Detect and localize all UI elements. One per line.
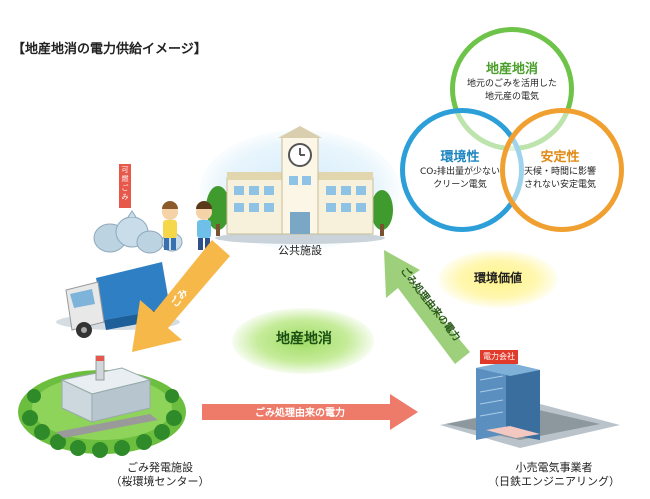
plant-label-line2: （桜環境センター）	[110, 475, 210, 488]
environment-title: 環境性	[440, 150, 480, 165]
power-to-retailer-label: ごみ処理由来の電力	[255, 406, 345, 419]
garbage-bags-illustration	[93, 164, 183, 254]
children-illustration	[162, 201, 212, 250]
public-facility-illustration	[206, 126, 393, 244]
company-sign: 電力会社	[483, 352, 515, 361]
garbage-truck-illustration	[56, 262, 180, 338]
diagram-title: 【地産地消の電力供給イメージ】	[12, 42, 207, 57]
retailer-label-line2: （日鉄エンジニアリング）	[488, 475, 620, 488]
public-facility-label: 公共施設	[278, 244, 322, 257]
env-value-label: 環境価値	[473, 271, 522, 285]
garbage-arrow	[132, 240, 230, 352]
waste-plant-illustration	[18, 355, 186, 458]
local-consumption-glow	[232, 308, 374, 374]
env-value-glow	[438, 250, 558, 308]
local-production-desc-2: 地元産の電気	[484, 92, 539, 102]
local-production-title: 地産地消	[485, 62, 538, 77]
garbage-tag: 可燃ごみ	[121, 166, 129, 201]
local-production-desc-1: 地元のごみを活用した	[466, 79, 557, 89]
environment-desc-1: CO₂排出量が少ない	[420, 167, 500, 177]
local-consumption-label: 地産地消	[276, 331, 332, 347]
stability-desc-2: されない安定電気	[523, 180, 596, 190]
stability-desc-1: 天候・時間に影響	[523, 167, 596, 177]
plant-label-line1: ごみ発電施設	[127, 461, 193, 474]
stability-title: 安定性	[540, 150, 580, 165]
retailer-label-line1: 小売電気事業者	[515, 461, 593, 474]
company-building-illustration	[440, 350, 620, 448]
power-arrow-to-public	[384, 250, 470, 364]
power-arrow-to-retailer	[202, 394, 418, 430]
stability-circle	[500, 108, 624, 232]
environment-desc-2: クリーン電気	[433, 180, 487, 190]
